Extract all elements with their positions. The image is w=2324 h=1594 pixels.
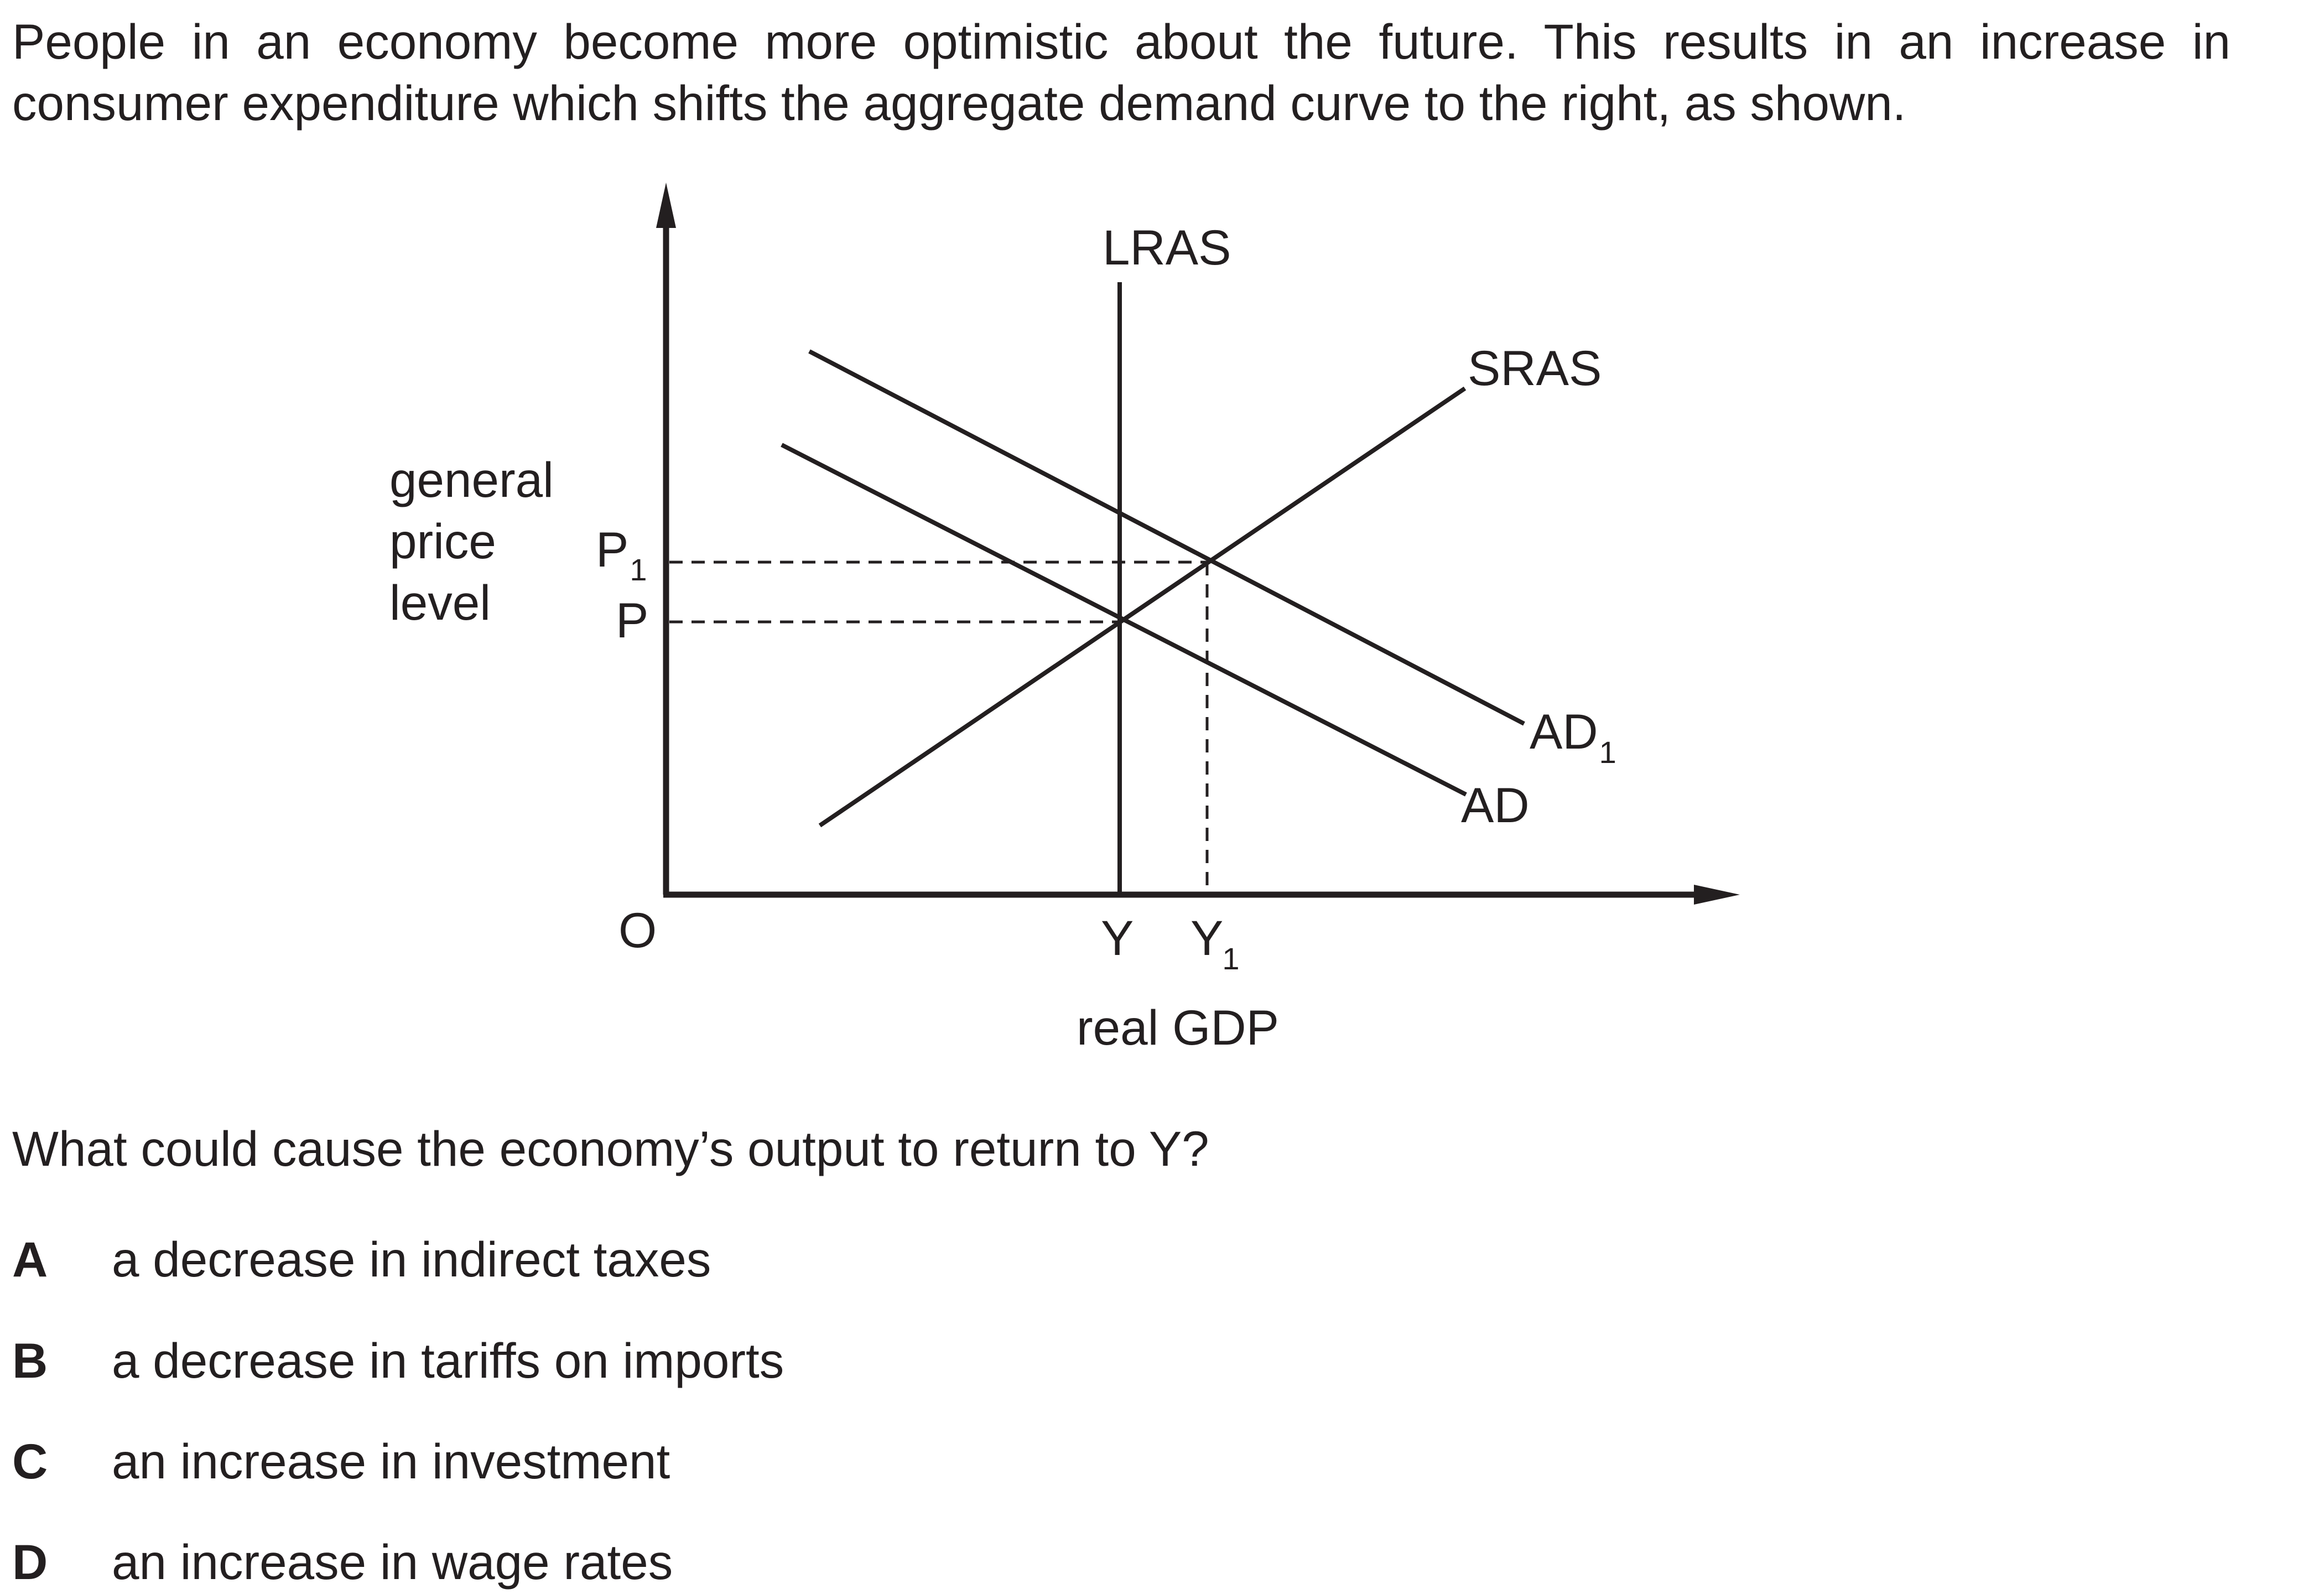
y1-label-subscript: 1 xyxy=(1222,941,1239,976)
y1-label: Y1 xyxy=(1190,910,1240,976)
x-axis-label: real GDP xyxy=(1077,1000,1279,1055)
ad1-label-subscript: 1 xyxy=(1599,735,1616,770)
lras-label: LRAS xyxy=(1103,220,1231,275)
ad1-label-main: AD xyxy=(1530,704,1598,759)
y-axis-label-line-1: general xyxy=(389,452,554,507)
x-axis-arrowhead xyxy=(1694,885,1740,905)
y-axis-label-line-3: level xyxy=(389,575,491,630)
option-b-text: a decrease in tariffs on imports xyxy=(112,1333,784,1388)
p-label: P xyxy=(616,593,648,648)
option-c-text: an increase in investment xyxy=(112,1434,670,1489)
sras-line xyxy=(818,386,1467,828)
origin-label: O xyxy=(618,902,657,958)
option-c[interactable]: C an increase in investment xyxy=(12,1433,670,1490)
option-b[interactable]: B a decrease in tariffs on imports xyxy=(12,1332,784,1389)
option-d-letter: D xyxy=(12,1534,48,1590)
ad1-label: AD1 xyxy=(1530,704,1616,770)
option-c-letter: C xyxy=(12,1434,48,1489)
intro-line-2: consumer expenditure which shifts the ag… xyxy=(12,75,1906,131)
y-label: Y xyxy=(1101,910,1134,965)
option-a[interactable]: A a decrease in indirect taxes xyxy=(12,1231,711,1288)
option-a-text: a decrease in indirect taxes xyxy=(112,1232,711,1287)
y1-label-main: Y xyxy=(1190,910,1223,965)
option-d-text: an increase in wage rates xyxy=(112,1534,673,1590)
sras-label: SRAS xyxy=(1468,340,1602,396)
intro-line-1: People in an economy become more optimis… xyxy=(12,14,2231,69)
option-b-letter: B xyxy=(12,1333,48,1388)
ad1-line xyxy=(808,349,1525,726)
ad-line xyxy=(781,443,1467,797)
option-a-letter: A xyxy=(12,1232,48,1287)
y-axis-label-line-2: price xyxy=(389,513,496,569)
option-d[interactable]: D an increase in wage rates xyxy=(12,1534,673,1591)
p1-label: P1 xyxy=(596,522,647,587)
question-intro: People in an economy become more optimis… xyxy=(12,11,2231,134)
ad-label: AD xyxy=(1461,777,1530,833)
y-axis-arrowhead xyxy=(656,183,676,228)
p1-label-subscript: 1 xyxy=(630,552,647,587)
p1-label-main: P xyxy=(596,522,628,577)
question-text: What could cause the economy’s output to… xyxy=(12,1121,1209,1176)
y-axis-label: general price level xyxy=(389,452,568,630)
